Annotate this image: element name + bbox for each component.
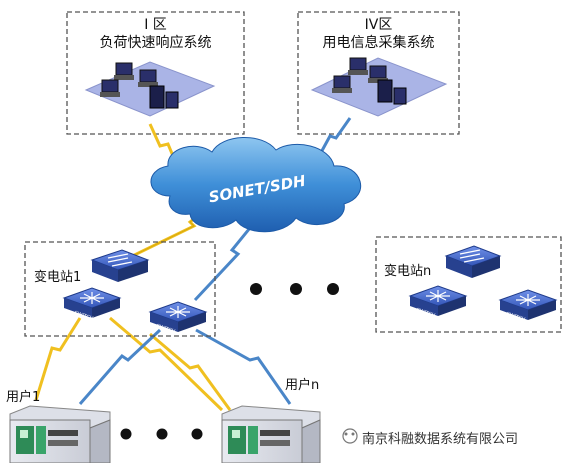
zone1-subtitle: 负荷快速响应系统 [99,35,212,51]
switch-icon [498,289,558,320]
monitor-icon [348,57,368,75]
link-sw2-usern-blue [195,328,292,405]
link-cloud-sub1-blue [193,217,260,302]
router-icon [444,245,502,278]
usern-label: 用户n [285,378,320,393]
zone1-title: I 区 负荷快速响应系统 [67,16,244,52]
substationn-box [375,236,562,333]
link-sw2-user1-blue [78,328,162,405]
zone4-title: IV区 用电信息采集系统 [298,16,459,52]
switch-icon [408,285,468,316]
zone4-name: IV区 [364,17,393,33]
user1-label: 用户1 [6,390,41,405]
server-icon [377,79,407,105]
sonet-sdh-cloud [150,137,362,233]
zone4-subtitle: 用电信息采集系统 [322,35,435,51]
substation1-box [24,241,216,337]
zone1-name: I 区 [144,17,167,33]
usern-cabinet [221,405,321,463]
switch-icon [148,301,208,332]
monitor-icon [138,69,158,87]
switch-label: SWITCH [155,323,176,335]
zone4-box [297,11,460,135]
user1-cabinet [9,405,111,463]
link-zone4-cloud [316,117,352,159]
substation1-label: 变电站1 [34,270,82,285]
link-sw2-usern-yellow [149,332,232,411]
zone1-workstation-platform [84,61,216,117]
monitor-icon [114,62,134,80]
ellipsis-dots [120,428,203,440]
switch-label: SWITCH [73,310,94,322]
watermark-text: 南京科融数据系统有限公司 [362,432,519,447]
watermark-logo-icon [342,428,358,444]
switch-icon [62,287,122,318]
switch-label: SWITCH [415,307,436,319]
link-sw1-usern-yellow [109,316,224,412]
monitor-icon [100,79,120,97]
monitor-icon [332,75,352,93]
ellipsis-dots [250,283,339,295]
link-sw1-user1-yellow [34,317,82,401]
switch-label: SWITCH [505,311,526,323]
router-icon [90,249,150,282]
server-icon [149,85,179,109]
zone4-workstation-platform [310,57,448,117]
substationn-label: 变电站n [384,264,432,279]
